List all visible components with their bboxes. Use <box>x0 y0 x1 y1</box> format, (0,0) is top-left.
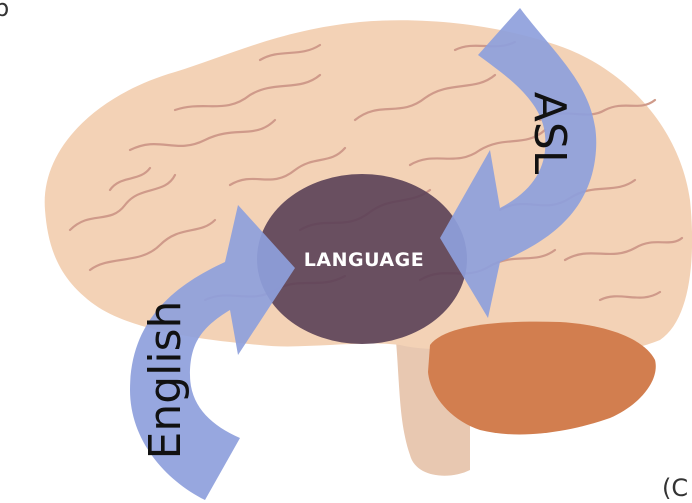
corner-fragment-bottom-right: (C <box>662 476 688 500</box>
english-label: English <box>140 301 191 460</box>
cerebellum <box>428 322 656 435</box>
corner-fragment-top-left: b <box>0 0 9 20</box>
asl-label: ASL <box>524 92 575 175</box>
language-label: LANGUAGE <box>304 249 424 271</box>
